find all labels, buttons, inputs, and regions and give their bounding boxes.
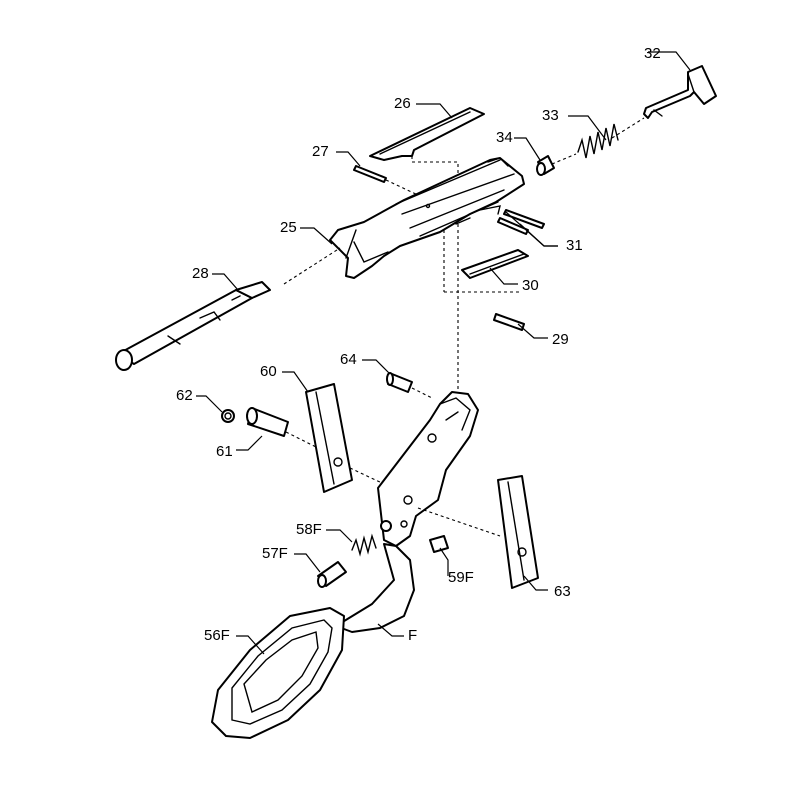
label-27: 27 bbox=[312, 143, 329, 160]
label-58F: 58F bbox=[296, 521, 322, 538]
label-28: 28 bbox=[192, 265, 209, 282]
label-62: 62 bbox=[176, 387, 193, 404]
part-63-plate bbox=[497, 475, 539, 589]
label-59F: 59F bbox=[448, 569, 474, 586]
part-30-plate bbox=[461, 249, 529, 279]
label-31: 31 bbox=[566, 237, 583, 254]
part-32-latch bbox=[643, 65, 717, 119]
part-28-bolt bbox=[115, 281, 271, 371]
label-60: 60 bbox=[260, 363, 277, 380]
part-34-bushing bbox=[536, 155, 555, 176]
part-29-pin bbox=[493, 313, 525, 331]
label-26: 26 bbox=[394, 95, 411, 112]
label-33: 33 bbox=[542, 107, 559, 124]
label-64: 64 bbox=[340, 351, 357, 368]
label-63: 63 bbox=[554, 583, 571, 600]
callout-labels: 32 33 34 26 27 25 31 28 30 29 64 60 62 6… bbox=[176, 45, 661, 644]
part-33-spring bbox=[577, 123, 619, 159]
part-61-pin bbox=[246, 407, 289, 437]
label-30: 30 bbox=[522, 277, 539, 294]
part-60-plate bbox=[305, 383, 353, 493]
part-31-pins bbox=[497, 209, 545, 235]
label-57F: 57F bbox=[262, 545, 288, 562]
part-64-pin bbox=[386, 372, 413, 393]
part-57F-pin bbox=[317, 561, 347, 588]
part-25-housing bbox=[329, 157, 525, 279]
part-F-guard bbox=[211, 543, 415, 739]
label-29: 29 bbox=[552, 331, 569, 348]
label-32: 32 bbox=[644, 45, 661, 62]
label-61: 61 bbox=[216, 443, 233, 460]
label-25: 25 bbox=[280, 219, 297, 236]
label-34: 34 bbox=[496, 129, 513, 146]
label-F: F bbox=[408, 627, 417, 644]
leader-lines bbox=[196, 51, 691, 655]
part-58F-spring bbox=[351, 533, 377, 557]
label-56F: 56F bbox=[204, 627, 230, 644]
part-26-cover bbox=[369, 107, 485, 161]
part-59F-pin bbox=[429, 535, 449, 553]
part-lever bbox=[377, 391, 479, 547]
part-62-cap bbox=[221, 409, 235, 423]
part-27-pin bbox=[353, 165, 387, 183]
